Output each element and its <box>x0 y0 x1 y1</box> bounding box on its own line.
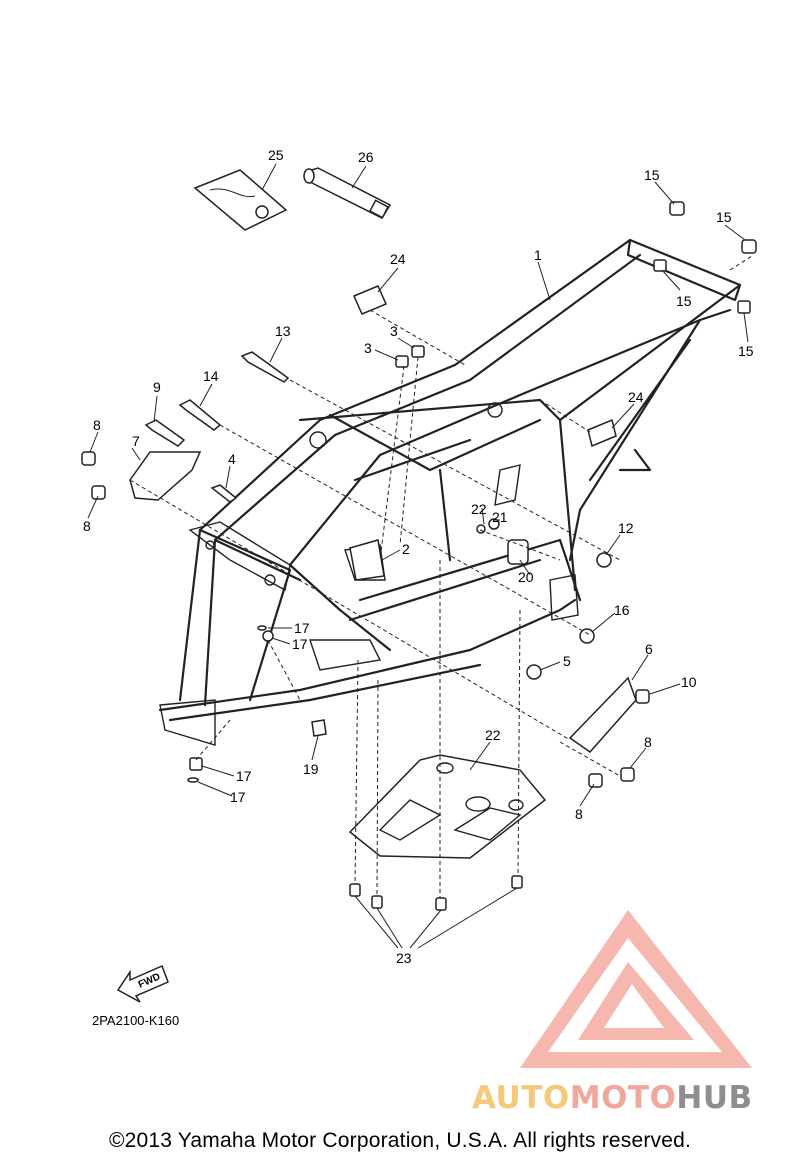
main-frame <box>158 238 742 746</box>
mount-part-2 <box>349 539 385 581</box>
catalog-code: 2PA2100-K160 <box>92 1013 180 1028</box>
label-part-23: 23 <box>396 950 412 966</box>
label-part-5: 5 <box>563 653 571 669</box>
label-part-15: 15 <box>676 293 692 309</box>
skid-plate-part <box>348 754 547 859</box>
label-part-24: 24 <box>390 251 406 267</box>
label-part-16: 17 <box>292 636 308 652</box>
fwd-arrow-icon: FWD <box>116 964 169 1003</box>
tool-pouch-part <box>193 169 288 231</box>
watermark-auto: AUTO <box>472 1080 570 1116</box>
label-part-15: 15 <box>738 343 754 359</box>
label-part-26: 26 <box>358 149 374 165</box>
label-part-12: 12 <box>618 520 634 536</box>
part-labels: 25 26 15 15 15 15 24 1 13 3 3 14 9 24 8 … <box>83 147 754 966</box>
small-fitting-parts <box>187 625 327 783</box>
bracket-part-6 <box>568 676 650 788</box>
watermark-hub: HUB <box>676 1080 753 1116</box>
nut-parts-3 <box>395 345 425 368</box>
label-part-10: 10 <box>681 674 697 690</box>
watermark-text: AUTOMOTOHUB <box>472 1080 753 1116</box>
nut-parts-8-left <box>81 451 106 500</box>
label-part-15: 15 <box>716 209 732 225</box>
watermark-moto: MOTO <box>569 1080 677 1116</box>
automotohub-logo <box>520 910 752 1068</box>
bracket-part-7 <box>129 451 202 501</box>
label-part-4: 4 <box>228 451 236 467</box>
label-part-24: 24 <box>628 389 644 405</box>
label-part-8: 8 <box>575 806 583 822</box>
label-part-20: 21 <box>492 509 508 525</box>
bolt-parts <box>144 351 290 503</box>
label-part-9: 9 <box>153 379 161 395</box>
label-part-21: 22 <box>471 501 487 517</box>
label-part-18: 19 <box>303 761 319 777</box>
label-part-6: 6 <box>645 641 653 657</box>
label-part-19: 20 <box>518 569 534 585</box>
label-part-11: 13 <box>275 323 291 339</box>
label-part-3: 3 <box>390 323 398 339</box>
copyright-notice: ©2013 Yamaha Motor Corporation, U.S.A. A… <box>108 1129 692 1152</box>
label-part-14: 16 <box>614 602 630 618</box>
label-part-3: 3 <box>364 340 372 356</box>
cap-parts <box>653 201 757 314</box>
label-part-22: 22 <box>485 727 501 743</box>
label-part-17: 17 <box>230 789 246 805</box>
label-part-15: 15 <box>644 167 660 183</box>
tool-tube-part <box>303 167 392 219</box>
label-part-2: 2 <box>402 541 410 557</box>
label-part-16: 17 <box>236 768 252 784</box>
label-part-8: 8 <box>93 417 101 433</box>
label-part-17: 17 <box>294 620 310 636</box>
label-part-13: 14 <box>203 368 219 384</box>
nut-parts-right <box>526 552 612 680</box>
rubber-block-parts <box>353 285 617 448</box>
leader-lines <box>87 163 753 949</box>
label-part-25: 25 <box>268 147 284 163</box>
label-part-7: 7 <box>132 433 140 449</box>
skid-plate-bolts <box>349 875 523 911</box>
label-part-1: 1 <box>534 247 542 263</box>
label-part-8: 8 <box>83 518 91 534</box>
label-part-8: 8 <box>644 734 652 750</box>
